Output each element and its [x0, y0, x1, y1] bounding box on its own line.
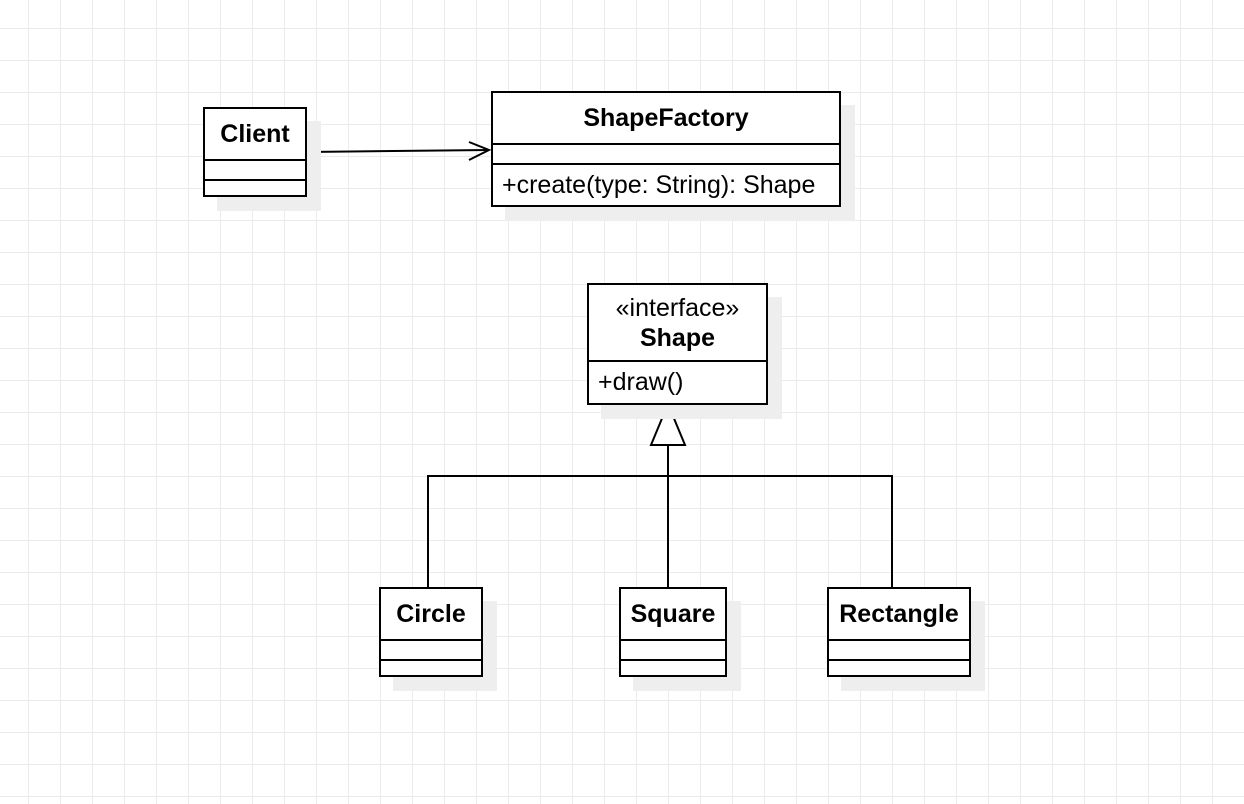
circle-operations-compartment [381, 661, 481, 677]
rectangle-attributes-compartment [829, 641, 969, 661]
square-operations-compartment [621, 661, 725, 677]
rectangle-class[interactable]: Rectangle [827, 587, 971, 677]
client-operations-compartment [205, 181, 305, 197]
realization-branch-line[interactable] [427, 475, 893, 588]
square-class[interactable]: Square [619, 587, 727, 677]
shape-factory-attributes-compartment [493, 145, 839, 165]
shape-interface[interactable]: «interface» Shape +draw() [587, 283, 768, 405]
shape-draw-operation: +draw() [598, 368, 684, 396]
shape-factory-class[interactable]: ShapeFactory +create(type: String): Shap… [491, 91, 841, 207]
client-class-name: Client [205, 109, 305, 161]
circle-class-name: Circle [381, 589, 481, 641]
realization-hollow-triangle [649, 401, 687, 446]
circle-class[interactable]: Circle [379, 587, 483, 677]
shape-interface-name: Shape [639, 323, 716, 352]
shape-interface-header: «interface» Shape [589, 285, 766, 362]
shape-interface-stereotype: «interface» [615, 293, 740, 322]
rectangle-class-name: Rectangle [829, 589, 969, 641]
shape-factory-class-name: ShapeFactory [493, 93, 839, 145]
square-class-name: Square [621, 589, 725, 641]
client-class[interactable]: Client [203, 107, 307, 197]
shape-factory-create-operation: +create(type: String): Shape [502, 170, 816, 199]
client-factory-dependency-line[interactable] [306, 149, 490, 153]
circle-attributes-compartment [381, 641, 481, 661]
rectangle-operations-compartment [829, 661, 969, 677]
dependency-open-arrowhead [468, 141, 492, 161]
client-attributes-compartment [205, 161, 305, 181]
square-attributes-compartment [621, 641, 725, 661]
